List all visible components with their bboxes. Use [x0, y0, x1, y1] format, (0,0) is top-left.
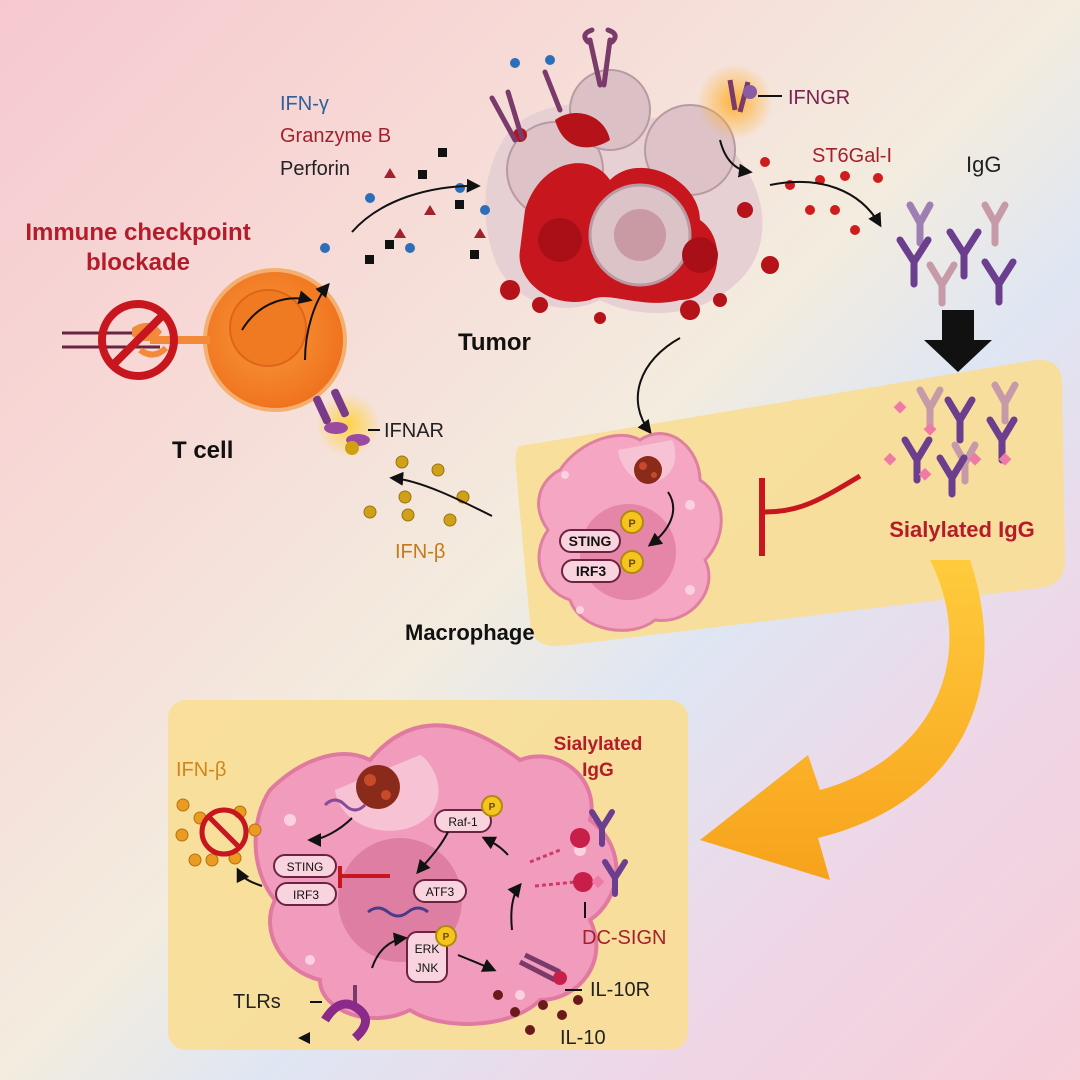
checkpoint-block-icon: [98, 300, 178, 380]
inhibition-bar-top: [759, 473, 862, 556]
label-tumor: Tumor: [458, 329, 531, 356]
label-il10r: IL-10R: [590, 979, 650, 1001]
label-st6gal: ST6Gal-I: [812, 145, 892, 167]
label-irf3-top: IRF3: [576, 563, 607, 579]
label-raf1: Raf-1: [448, 815, 478, 829]
label-immune-checkpoint-2: blockade: [86, 249, 190, 276]
tlr-receptor: [298, 985, 370, 1044]
label-perforin: Perforin: [280, 158, 350, 180]
tumor-cells: [485, 69, 779, 324]
label-macrophage: Macrophage: [405, 620, 535, 645]
label-il10: IL-10: [560, 1027, 606, 1049]
label-erk: ERK: [415, 942, 440, 956]
label-granzyme-b: Granzyme B: [280, 125, 391, 147]
cytokine-particles: [320, 55, 555, 264]
label-atf3: ATF3: [426, 885, 455, 899]
label-tlrs: TLRs: [233, 991, 281, 1013]
label-sialylated-igg-bottom-1: Sialylated: [554, 734, 643, 755]
label-p-irf3-top: P: [628, 558, 635, 570]
il10r-receptor: [518, 952, 582, 991]
label-ifnar: IFNAR: [384, 420, 444, 442]
label-sialylated-igg-top: Sialylated IgG: [889, 517, 1035, 542]
igg-antibodies: [896, 201, 1017, 307]
label-p-erk: P: [443, 932, 450, 943]
label-p-sting-top: P: [628, 518, 635, 530]
ifn-beta-dots-top: [363, 455, 470, 527]
label-ifngr: IFNGR: [788, 87, 850, 109]
labels: IFN-γ Granzyme B Perforin IFNGR ST6Gal-I…: [25, 87, 1034, 1049]
big-curved-arrow: [700, 560, 985, 880]
t-cell: [203, 268, 347, 412]
label-immune-checkpoint-1: Immune checkpoint: [25, 219, 250, 246]
label-ifn-beta-bottom: IFN-β: [176, 759, 226, 781]
ifnar-receptor: [313, 388, 380, 457]
label-jnk: JNK: [416, 961, 439, 975]
st6gal-dots: [760, 157, 883, 235]
down-arrow: [924, 310, 992, 372]
label-sialylated-igg-bottom-2: IgG: [582, 760, 614, 781]
ifn-beta-blocked-icon: [175, 798, 262, 867]
il10-dots: [493, 990, 583, 1035]
dc-sign-receptors: [529, 809, 628, 918]
label-ifn-gamma: IFN-γ: [280, 93, 329, 115]
label-igg: IgG: [966, 152, 1001, 177]
label-ifn-beta-top: IFN-β: [395, 541, 445, 563]
label-irf3-bottom: IRF3: [293, 888, 319, 902]
label-sting-bottom: STING: [287, 860, 324, 874]
ifngr-receptor: [697, 64, 782, 140]
label-p-raf1: P: [489, 802, 496, 813]
label-sting-top: STING: [569, 533, 612, 549]
label-dc-sign: DC-SIGN: [582, 927, 666, 949]
macrophage-bottom: [236, 723, 619, 1026]
tumor-receptors: [489, 27, 618, 143]
label-t-cell: T cell: [172, 437, 233, 464]
macrophage-top: [537, 432, 723, 632]
